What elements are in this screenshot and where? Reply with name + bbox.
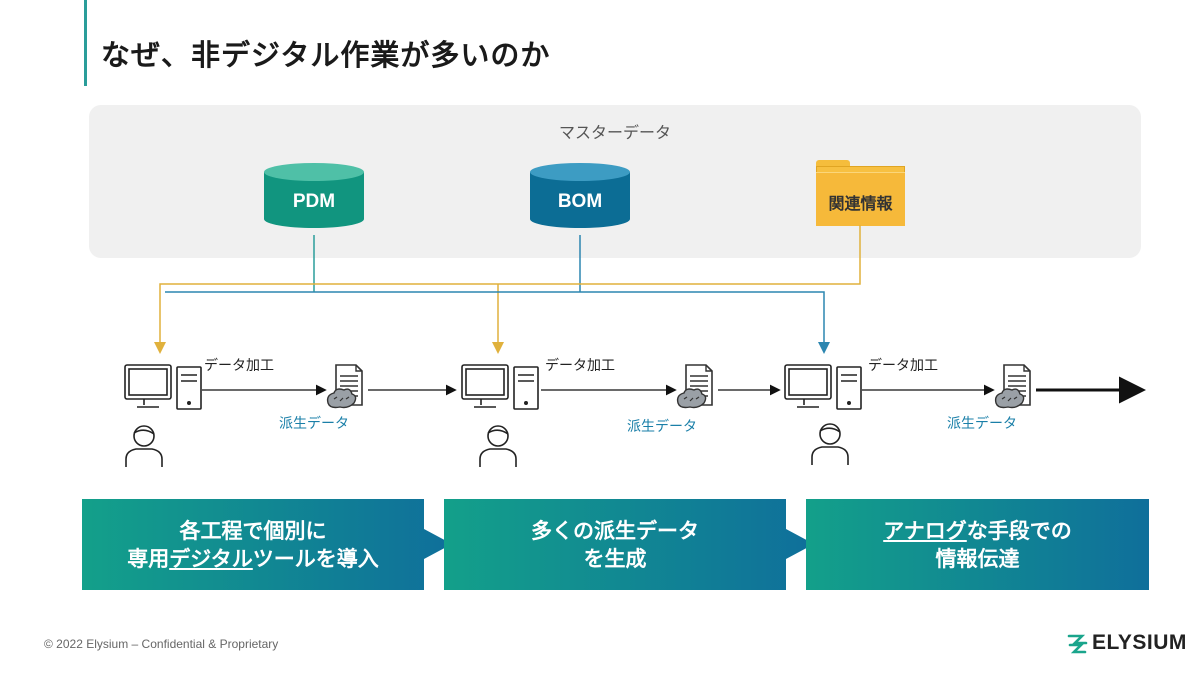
computer-icon	[461, 364, 539, 410]
master-to-station3-arrow	[165, 291, 830, 354]
derived-document-icon	[994, 364, 1031, 409]
user-icon	[479, 425, 517, 467]
master-data-label: マスターデータ	[558, 123, 671, 142]
user-icon	[125, 425, 163, 467]
computer-icon	[124, 364, 202, 410]
banner-line: を生成	[583, 547, 647, 571]
user-icon	[811, 423, 849, 465]
related-info-label: 関連情報	[828, 194, 893, 213]
logo-text: ELYSIUM	[1092, 631, 1187, 654]
banner-line: 各工程で個別に	[179, 519, 327, 543]
banner-line: 情報伝達	[935, 547, 1020, 571]
banner-digital-tools: 各工程で個別に 専用デジタルツールを導入	[82, 499, 454, 590]
copyright-footer: © 2022 Elysium – Confidential & Propriet…	[44, 637, 279, 651]
elysium-logo-icon	[1067, 634, 1088, 654]
related-info-folder-icon: 関連情報	[816, 160, 905, 226]
derived-document-icon	[676, 364, 713, 409]
banner-derived-data: 多くの派生データ を生成	[444, 499, 816, 590]
process-label: データ加工	[204, 358, 274, 374]
pdm-database: PDM	[264, 163, 364, 235]
banner-line: 専用デジタルツールを導入	[127, 547, 379, 571]
derived-label: 派生データ	[627, 419, 697, 435]
process-label: データ加工	[545, 358, 615, 374]
derived-document-icon	[326, 364, 363, 409]
computer-icon	[784, 364, 862, 410]
banner-line: アナログな手段での	[883, 519, 1072, 543]
banner-analog-transfer: アナログな手段での 情報伝達	[806, 499, 1149, 590]
derived-label: 派生データ	[947, 416, 1017, 432]
derived-label: 派生データ	[279, 416, 349, 432]
related-to-station1-arrow	[154, 225, 861, 354]
banner-line: 多くの派生データ	[531, 519, 699, 543]
bom-label: BOM	[557, 191, 603, 212]
process-label: データ加工	[868, 358, 938, 374]
bom-database: BOM	[530, 163, 630, 235]
elysium-logo: ELYSIUM	[1066, 628, 1186, 658]
pdm-label: PDM	[292, 191, 336, 212]
title-accent-bar	[84, 0, 87, 86]
page-title: なぜ、非デジタル作業が多いのか	[101, 38, 551, 72]
